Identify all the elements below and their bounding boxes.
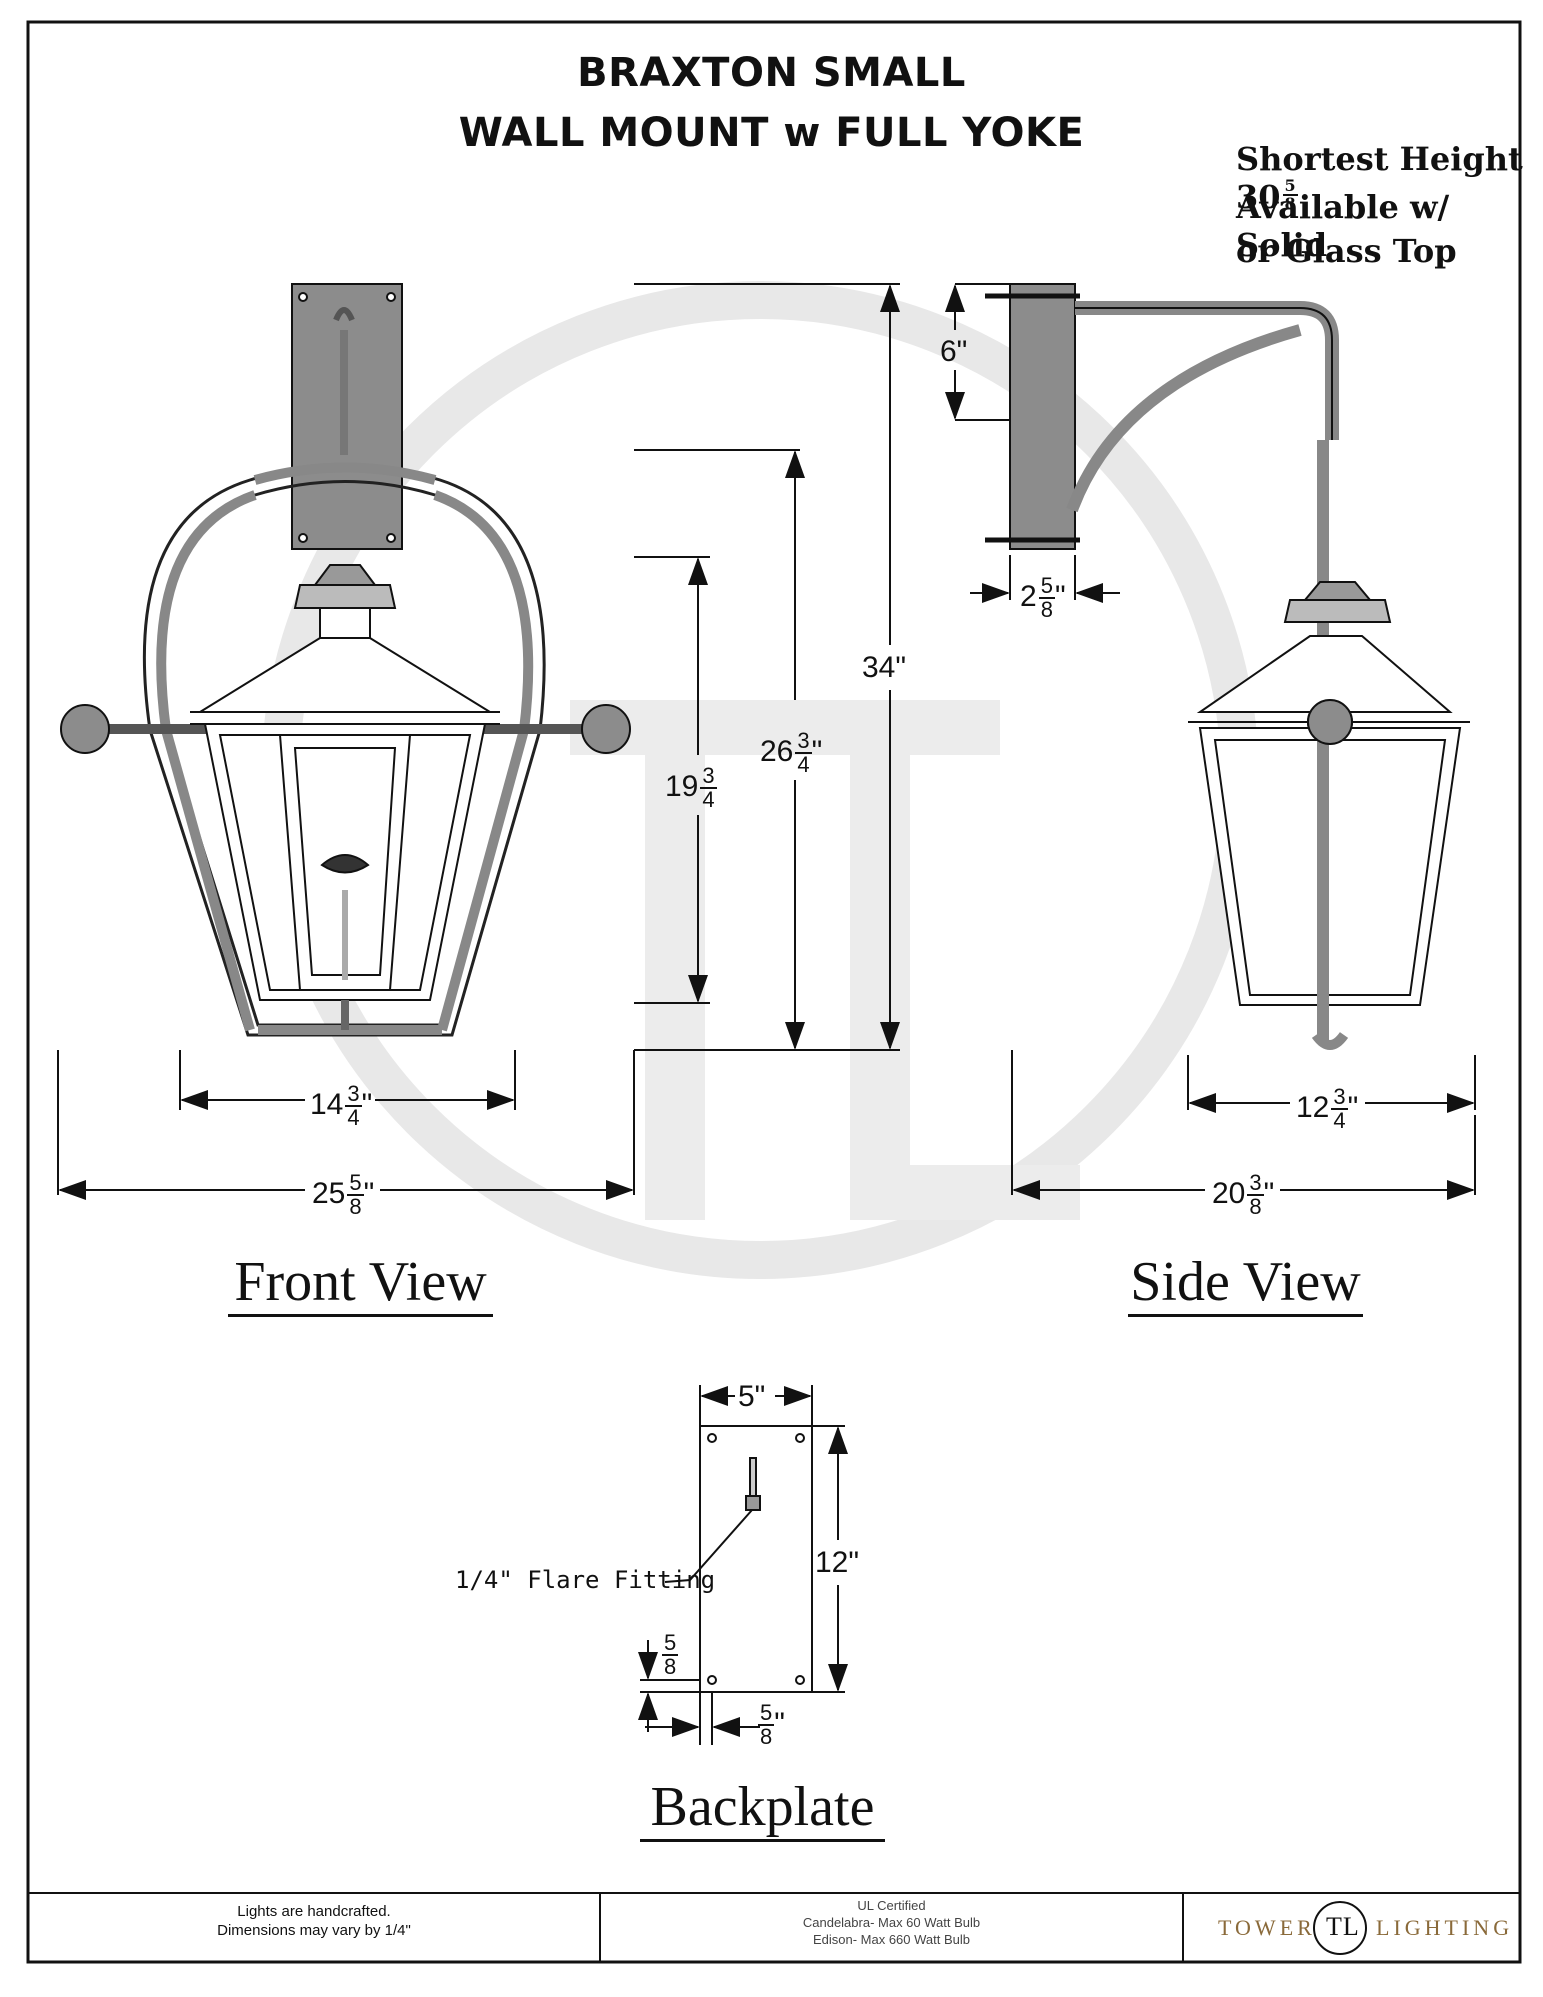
dim-backplate-height: 12" (815, 1546, 860, 1579)
shortest-height-label: Shortest Height 30 (1236, 140, 1523, 216)
footer-handcrafted-note: Lights are handcrafted. Dimensions may v… (28, 1902, 600, 1940)
footer-left-line-1: Lights are handcrafted. (237, 1903, 391, 1920)
backplate-label: Backplate (640, 1775, 885, 1842)
footer-mid-line-2: Candelabra- Max 60 Watt Bulb (802, 1915, 981, 1930)
front-view-drawing (60, 283, 631, 1037)
availability-note-line-2: or Glass Top (1236, 232, 1457, 270)
backplate-drawing (664, 1425, 813, 1693)
footer-mid-line-3: Edison- Max 660 Watt Bulb (812, 1932, 971, 1947)
brand-monogram: TL (1326, 1912, 1360, 1941)
footer-mid-line-1: UL Certified (857, 1898, 926, 1913)
page-border (26, 20, 1522, 1964)
side-view-drawing (985, 283, 1470, 1050)
brand-word-left: TOWER (1218, 1915, 1316, 1940)
footer-left-line-2: Dimensions may vary by 1/4" (217, 1922, 411, 1939)
side-view-label: Side View (1128, 1250, 1363, 1317)
footer-table (28, 1892, 1520, 1962)
dim-arm-offset: 6" (940, 335, 968, 368)
title-line-2: WALL MOUNT w FULL YOKE (458, 110, 1085, 156)
front-view-label: Front View (228, 1250, 493, 1317)
flare-fitting-callout: 1/4" Flare Fitting (455, 1566, 716, 1594)
shortest-height-den: 8 (1284, 194, 1296, 213)
dimension-lines (57, 283, 1476, 1745)
footer-certification: UL Certified Candelabra- Max 60 Watt Bul… (600, 1897, 1183, 1948)
brand-word-right: LIGHTING (1376, 1915, 1514, 1940)
shortest-height-num: 5 (1282, 176, 1298, 196)
dim-height-total: 34" (862, 651, 907, 684)
title-line-1: BRAXTON SMALL (577, 50, 966, 96)
availability-note-line-1: Available w/ Solid (1236, 188, 1450, 264)
brand-monogram-ring (1313, 1901, 1367, 1955)
dim-backplate-width: 5" (738, 1380, 766, 1413)
